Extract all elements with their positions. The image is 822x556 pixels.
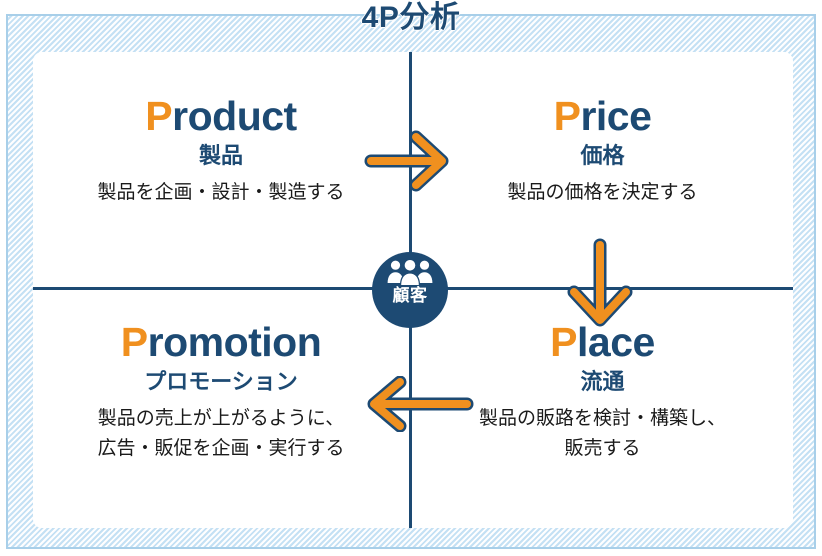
quadrant-price-description: 製品の価格を決定する <box>507 182 698 203</box>
quadrant-product-rest: roduct <box>172 93 297 139</box>
quadrant-price: Price 価格 製品の価格を決定する <box>412 92 793 208</box>
quadrant-promotion-initial: P <box>120 319 148 365</box>
quadrant-price-heading: Price <box>412 92 793 140</box>
quadrant-promotion: Promotion プロモーション 製品の売上が上がるように、 広告・販促を企画… <box>33 318 409 464</box>
center-customer-label: 顧客 <box>392 286 428 305</box>
quadrant-price-initial: P <box>553 93 581 139</box>
quadrant-place-description-line2: 販売する <box>564 438 641 459</box>
arrow-down-icon <box>567 238 633 327</box>
quadrant-promotion-rest: romotion <box>147 319 322 365</box>
quadrant-promotion-description-line2: 広告・販促を企画・実行する <box>97 438 345 459</box>
page-title: 4P分析 <box>361 1 461 34</box>
quadrant-price-subtitle: 価格 <box>580 143 625 168</box>
quadrant-product-heading: Product <box>33 92 409 140</box>
center-customer-badge: 顧客 <box>372 252 448 328</box>
arrow-left-icon <box>367 376 474 432</box>
quadrant-product: Product 製品 製品を企画・設計・製造する <box>33 92 409 208</box>
quadrant-place-rest: lace <box>577 319 655 365</box>
quadrant-price-rest: rice <box>580 93 652 139</box>
quadrant-product-description: 製品を企画・設計・製造する <box>97 182 345 203</box>
quadrant-promotion-description-line1: 製品の売上が上がるように、 <box>97 408 345 429</box>
quadrant-place-description-line1: 製品の販路を検討・構築し、 <box>478 408 726 429</box>
quadrant-place-subtitle: 流通 <box>580 369 625 394</box>
quadrant-product-subtitle: 製品 <box>198 143 243 168</box>
quadrant-place-initial: P <box>550 319 578 365</box>
people-group-icon <box>387 259 433 285</box>
quadrant-place-heading: Place <box>412 318 793 366</box>
quadrant-product-initial: P <box>145 93 173 139</box>
quadrant-promotion-description: 製品の売上が上がるように、 広告・販促を企画・実行する <box>33 404 409 464</box>
quadrant-promotion-subtitle: プロモーション <box>144 369 298 394</box>
arrow-right-icon <box>364 130 449 192</box>
quadrant-promotion-heading: Promotion <box>33 318 409 366</box>
quadrant-place: Place 流通 製品の販路を検討・構築し、 販売する <box>412 318 793 464</box>
quadrant-place-description: 製品の販路を検討・構築し、 販売する <box>412 404 793 464</box>
